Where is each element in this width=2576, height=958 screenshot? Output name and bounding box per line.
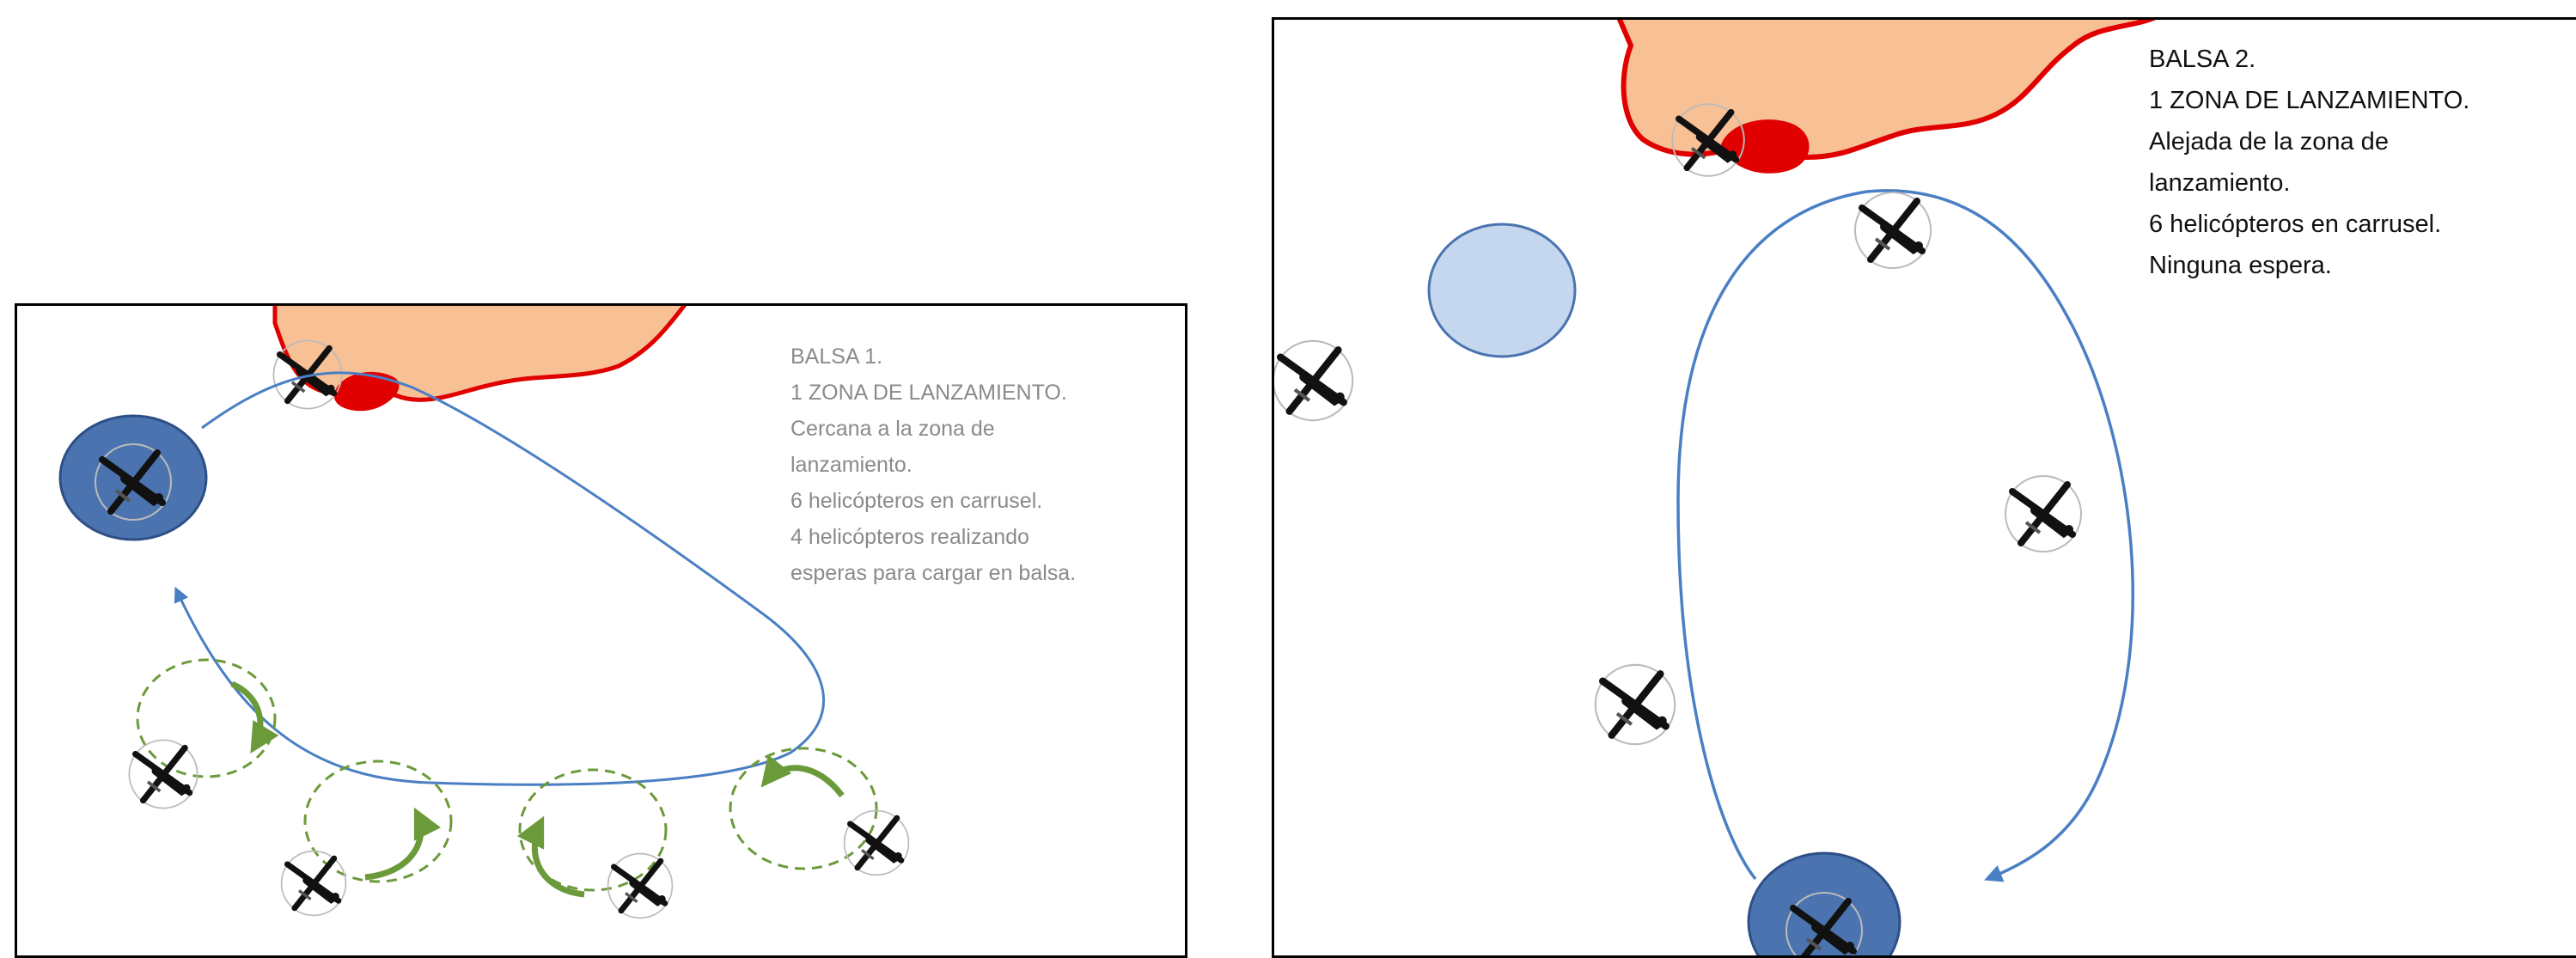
caption-line: lanzamiento. [2149,162,2469,204]
panel-balsa-1: BALSA 1. 1 ZONA DE LANZAMIENTO. Cercana … [15,303,1187,958]
holding-helicopter-3 [520,770,672,918]
helicopter-icon [129,740,197,808]
caption-line: Alejada de la zona de [2149,121,2469,162]
panel-balsa-2: BALSA 2. 1 ZONA DE LANZAMIENTO. Alejada … [1272,17,2576,958]
caption-balsa-1: BALSA 1. 1 ZONA DE LANZAMIENTO. Cercana … [791,339,1076,591]
route-arrow [176,373,824,784]
caption-line: 6 helicópteros en carrusel. [2149,204,2469,245]
helicopter-icon [1855,192,1931,268]
caption-title: BALSA 1. [791,339,1076,375]
caption-line: esperas para cargar en balsa. [791,555,1076,591]
fire-zone [275,306,687,400]
holding-helicopter-4 [730,748,908,875]
caption-line: 6 helicópteros en carrusel. [791,483,1076,519]
helicopter-icon [1274,341,1352,420]
caption-line: Cercana a la zona de [791,411,1076,447]
helicopter-icon [845,811,909,876]
raft-icon [1429,224,1575,357]
helicopter-icon [1596,665,1675,744]
holding-helicopter-2 [282,761,451,915]
caption-title: BALSA 2. [2149,39,2469,80]
caption-line: 1 ZONA DE LANZAMIENTO. [2149,80,2469,121]
helicopter-icon [608,854,673,918]
caption-line: lanzamiento. [791,447,1076,483]
caption-balsa-2: BALSA 2. 1 ZONA DE LANZAMIENTO. Alejada … [2149,39,2469,286]
holding-helicopter-1 [129,660,275,809]
helicopter-icon [2005,476,2081,552]
helicopter-icon [282,851,346,916]
caption-line: 4 helicópteros realizando [791,519,1076,555]
raft-icon [1749,853,1900,958]
caption-line: Ninguna espera. [2149,245,2469,286]
caption-line: 1 ZONA DE LANZAMIENTO. [791,375,1076,411]
